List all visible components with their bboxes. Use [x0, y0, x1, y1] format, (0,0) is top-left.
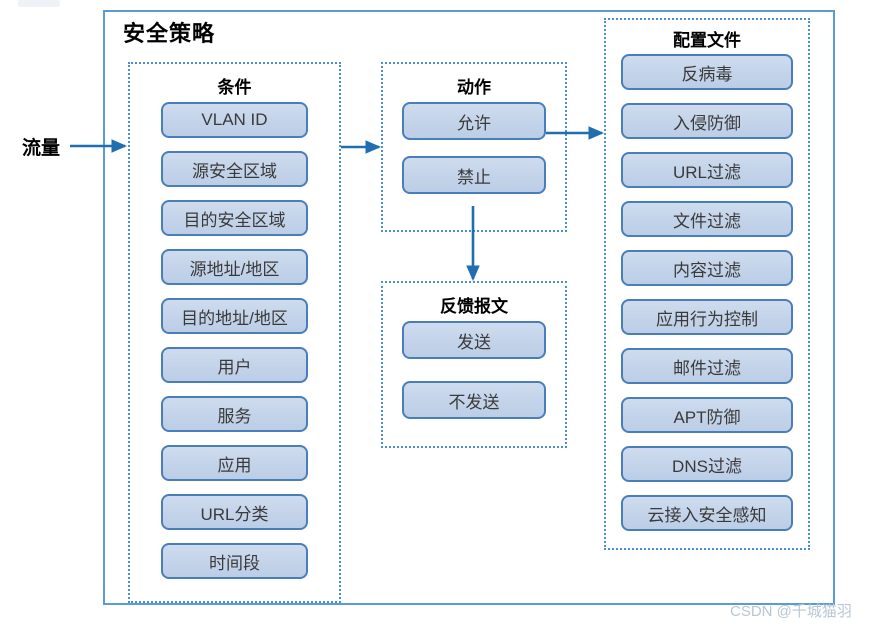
list-item[interactable]: 不发送 — [402, 381, 546, 419]
list-item[interactable]: DNS过滤 — [621, 446, 793, 482]
list-item[interactable]: 用户 — [161, 347, 308, 383]
list-item[interactable]: URL分类 — [161, 494, 308, 530]
actions-item-list: 允许 禁止 — [383, 102, 565, 210]
list-item[interactable]: 禁止 — [402, 156, 546, 194]
list-item[interactable]: URL过滤 — [621, 152, 793, 188]
list-item[interactable]: 反病毒 — [621, 54, 793, 90]
list-item[interactable]: 文件过滤 — [621, 201, 793, 237]
page-title: 安全策略 — [123, 21, 216, 46]
list-item[interactable]: 入侵防御 — [621, 103, 793, 139]
group-feedback-title: 反馈报文 — [440, 297, 508, 316]
list-item[interactable]: 服务 — [161, 396, 308, 432]
group-conditions-title: 条件 — [217, 78, 252, 97]
list-item[interactable]: 源安全区域 — [161, 151, 308, 187]
group-conditions: 条件 VLAN ID 源安全区域 目的安全区域 源地址/地区 目的地址/地区 用… — [128, 62, 341, 603]
top-left-artifact — [18, 0, 60, 7]
group-actions: 动作 允许 禁止 — [381, 62, 567, 232]
conditions-item-list: VLAN ID 源安全区域 目的安全区域 源地址/地区 目的地址/地区 用户 服… — [130, 102, 339, 592]
list-item[interactable]: 允许 — [402, 102, 546, 140]
group-actions-title: 动作 — [457, 78, 491, 97]
list-item[interactable]: 目的安全区域 — [161, 200, 308, 236]
watermark: CSDN @千城猫羽 — [730, 603, 852, 620]
group-feedback: 反馈报文 发送 不发送 — [381, 281, 567, 448]
list-item[interactable]: 源地址/地区 — [161, 249, 308, 285]
list-item[interactable]: APT防御 — [621, 397, 793, 433]
list-item[interactable]: 邮件过滤 — [621, 348, 793, 384]
list-item[interactable]: 应用行为控制 — [621, 299, 793, 335]
group-profiles: 配置文件 反病毒 入侵防御 URL过滤 文件过滤 内容过滤 应用行为控制 邮件过… — [604, 18, 810, 550]
traffic-label: 流量 — [22, 138, 61, 159]
list-item[interactable]: VLAN ID — [161, 102, 308, 138]
list-item[interactable]: 发送 — [402, 321, 546, 359]
profiles-item-list: 反病毒 入侵防御 URL过滤 文件过滤 内容过滤 应用行为控制 邮件过滤 APT… — [606, 54, 808, 544]
list-item[interactable]: 云接入安全感知 — [621, 495, 793, 531]
list-item[interactable]: 内容过滤 — [621, 250, 793, 286]
list-item[interactable]: 目的地址/地区 — [161, 298, 308, 334]
feedback-item-list: 发送 不发送 — [383, 321, 565, 441]
list-item[interactable]: 应用 — [161, 445, 308, 481]
group-profiles-title: 配置文件 — [673, 31, 741, 50]
list-item[interactable]: 时间段 — [161, 543, 308, 579]
